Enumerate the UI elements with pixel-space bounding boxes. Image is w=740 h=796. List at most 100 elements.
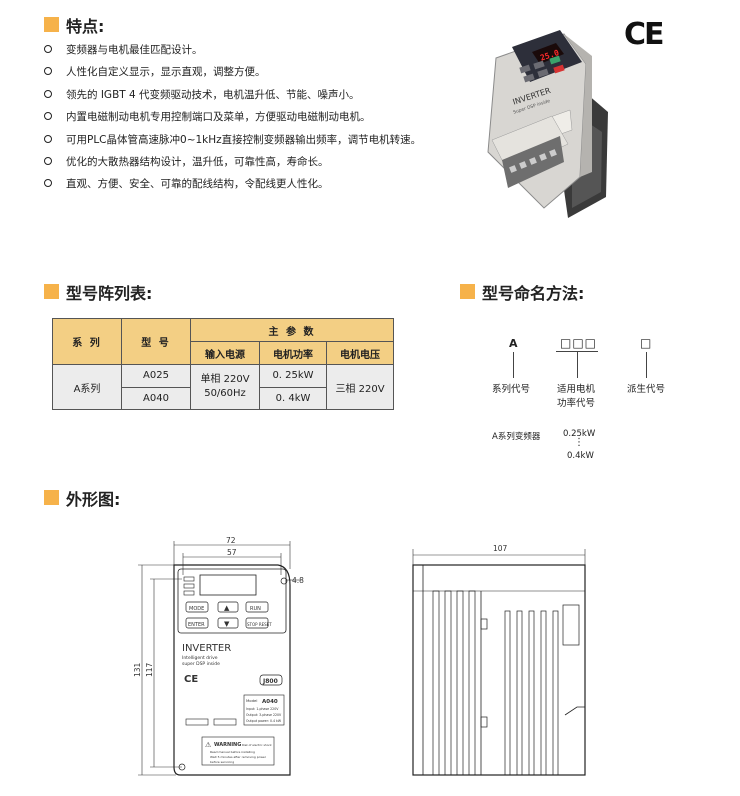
label-model: Model <box>246 698 257 703</box>
naming-label-series: 系列代号 <box>492 384 531 395</box>
mount-hole <box>280 577 288 585</box>
dim-height-inner: 117 <box>145 662 154 677</box>
feature-item: 直观、方便、安全、可靠的配线结构，令配线更人性化。 <box>44 176 421 198</box>
warning-line: before servicing <box>210 760 234 764</box>
model-table: 系 列 型 号 主 参 数 输入电源 电机功率 电机电压 A系列 A025 单相… <box>52 318 394 410</box>
key-stop <box>245 617 269 629</box>
vent-slot <box>528 610 535 776</box>
naming-series-letter: A <box>509 337 518 350</box>
key-up <box>217 601 239 613</box>
vent-slot <box>516 610 523 776</box>
rating-label <box>243 694 285 726</box>
naming-example-series: A系列变频器 <box>492 432 541 442</box>
product-photo: 25.0 INVERTER Super DSP inside <box>487 30 608 218</box>
side-clip <box>480 716 488 728</box>
front-sub-1: Intelligent drive <box>182 655 218 661</box>
dim-width-inner: 57 <box>227 548 237 557</box>
dim-depth: 107 <box>493 544 508 553</box>
label-output: Output: 3-phase 220V <box>246 713 282 717</box>
led-display <box>532 43 564 64</box>
label-power: Output power: 0.4 kW <box>246 719 282 723</box>
dim-height-outer: 131 <box>133 662 142 677</box>
key-button <box>523 73 535 83</box>
side-view-drawing: 107 <box>412 544 586 776</box>
vent-slot <box>552 610 559 776</box>
naming-derived-box: □ <box>640 336 653 350</box>
naming-title: 型号命名方法: <box>482 284 585 303</box>
feature-list: 变频器与电机最佳匹配设计。 人性化自定义显示，显示直观，调整方便。 领先的 IG… <box>44 42 421 199</box>
terminal-screw <box>549 149 557 157</box>
table-cell-model: A040 <box>121 386 191 410</box>
feature-item: 内置电磁制动电机专用控制端口及菜单，方便驱动电磁制动电机。 <box>44 109 421 131</box>
front-led <box>183 583 195 589</box>
feature-item: 优化的大散热器结构设计，温升低，可靠性高，寿命长。 <box>44 154 421 176</box>
up-arrow-icon: ▲ <box>224 604 230 612</box>
warning-title: WARNING <box>214 742 241 748</box>
mount-hole <box>178 763 186 771</box>
section-marker <box>44 490 59 505</box>
front-ce: CE <box>184 674 198 685</box>
heatsink-fin <box>456 590 464 776</box>
table-header-power: 电机功率 <box>259 341 327 365</box>
circle-bullet-icon <box>44 156 52 165</box>
front-inner-panel <box>177 568 287 634</box>
model-list-title: 型号阵列表: <box>66 284 153 303</box>
front-body-outline <box>173 564 291 776</box>
naming-label-derived: 派生代号 <box>627 384 666 395</box>
circle-bullet-icon <box>44 45 52 53</box>
table-cell-power: 0. 25kW <box>259 364 327 388</box>
table-header-main-params: 主 参 数 <box>190 318 394 342</box>
key-button <box>533 60 545 70</box>
terminal-screw <box>509 165 517 173</box>
heatsink-fin <box>432 590 440 776</box>
body-side <box>564 34 592 177</box>
key-button <box>553 64 565 74</box>
table-cell-input: 单相 220V 50/60Hz <box>190 364 260 410</box>
key-mode <box>185 601 209 613</box>
table-cell-voltage: 三相 220V <box>326 364 394 410</box>
label-model-value: A040 <box>262 699 278 705</box>
naming-connector <box>513 352 514 378</box>
circle-bullet-icon <box>44 112 52 121</box>
naming-example-power-max: 0.4kW <box>567 451 594 461</box>
side-clip <box>480 618 488 630</box>
warning-label <box>201 736 275 766</box>
key-stop-label: STOP RESET <box>247 622 272 627</box>
side-latch <box>562 604 580 646</box>
vent-slot <box>540 610 547 776</box>
table-header-voltage: 电机电压 <box>326 341 394 365</box>
heatsink-fin <box>444 590 452 776</box>
feature-item: 变频器与电机最佳匹配设计。 <box>44 42 421 64</box>
section-marker <box>460 284 475 299</box>
outline-title: 外形图: <box>66 490 121 509</box>
key-button <box>549 55 561 65</box>
table-cell-series: A系列 <box>52 364 122 410</box>
terminal-strip <box>213 718 237 726</box>
side-body-outline <box>412 564 586 776</box>
table-cell-model: A025 <box>121 364 191 388</box>
features-title: 特点: <box>66 17 105 36</box>
section-marker <box>44 284 59 299</box>
circle-bullet-icon <box>44 67 52 76</box>
front-logo-box <box>259 674 283 686</box>
table-cell-power: 0. 4kW <box>259 386 327 410</box>
naming-connector <box>646 352 647 378</box>
down-arrow-icon: ▼ <box>224 620 230 628</box>
front-led <box>183 590 195 596</box>
warning-sub: Risk of electric shock <box>242 743 272 747</box>
naming-example-dots: ⋮ <box>574 437 584 448</box>
dim-width-outer: 72 <box>226 536 236 545</box>
feature-item: 人性化自定义显示，显示直观，调整方便。 <box>44 64 421 86</box>
terminal-screw <box>529 157 537 165</box>
section-marker <box>44 17 59 32</box>
front-led <box>183 576 195 582</box>
vent-slot <box>504 610 511 776</box>
ce-mark: CE <box>624 17 664 52</box>
key-enter-label: ENTER <box>188 622 205 628</box>
feature-item: 领先的 IGBT 4 代变频驱动技术，电机温升低、节能、噪声小。 <box>44 87 421 109</box>
key-button <box>537 68 549 78</box>
key-button <box>519 64 531 74</box>
naming-label-power-1: 适用电机 <box>557 384 596 395</box>
naming-connector <box>577 352 578 378</box>
key-mode-label: MODE <box>189 606 204 612</box>
